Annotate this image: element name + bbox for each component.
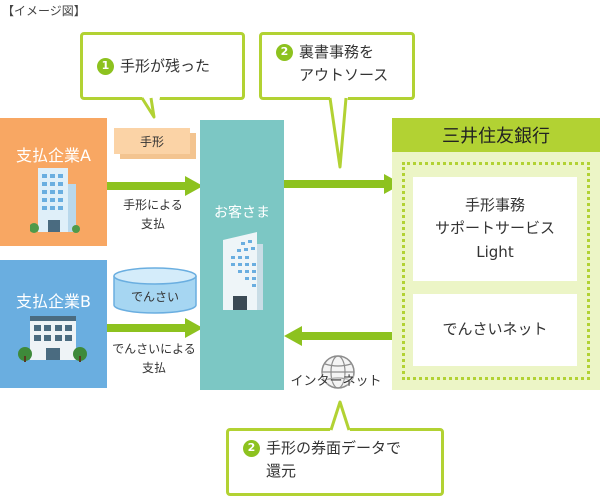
callout-text-line1: 手形の券面データで [266,439,402,457]
callout-text-line2: 還元 [266,461,297,480]
arrow-b-to-client [107,318,203,338]
arrow-bank-to-client [284,326,402,346]
number-badge-2: 2 [276,44,293,61]
arrow-b-label-line2: 支払 [141,361,166,376]
callout-text: 手形が残った [120,56,211,75]
arrow-a-to-client [107,176,203,196]
bank-dotted-frame [402,162,590,380]
client-title: お客さま [214,205,270,221]
service-line1: 手形事務 [464,196,525,215]
image-caption: 【イメージ図】 [2,4,86,18]
company-a-title: 支払企業A [16,146,91,165]
office-building-icon [18,316,87,362]
service-line3: Light [476,242,514,261]
callout-text-line2: アウトソース [299,65,389,84]
callout-pointer-2 [328,97,348,169]
densai-tag-label: でんさい [130,290,179,304]
office-tower-icon [30,168,80,233]
globe-icon [321,355,355,389]
arrow-b-label: でんさいによる 支払 [102,340,206,378]
arrow-a-label-line2: 支払 [140,217,165,232]
densai-cylinder-icon [113,267,197,314]
bank-header: 三井住友銀行 [392,118,600,152]
number-badge-2b: 2 [243,440,260,457]
service-tegata-support: 手形事務 サポートサービス Light [413,177,577,281]
arrow-a-label: 手形による 支払 [107,196,199,234]
callout-pointer-1 [140,97,160,119]
callout-pointer-3 [329,400,351,431]
callout-outsource: 2 裏書事務を アウトソース [259,32,415,100]
callout-tegata-remained: 1 手形が残った [80,32,245,100]
client-building-icon [223,232,263,310]
internet-label: インターネット [290,374,382,389]
service-densai-net: でんさいネット [413,294,577,366]
arrow-b-label-line1: でんさいによる [112,342,196,356]
tegata-tag-label: 手形 [139,134,164,149]
callout-text-line1: 裏書事務を [299,43,375,61]
callout-data-return: 2 手形の券面データで 還元 [226,428,444,496]
service-line2: サポートサービス [434,219,555,238]
bank-name: 三井住友銀行 [442,126,550,147]
arrow-client-to-bank [284,174,402,194]
arrow-a-label-line1: 手形による [123,198,183,212]
number-badge-1: 1 [97,57,114,75]
tegata-tag: 手形 [114,128,190,154]
service-densai-label: でんさいネット [442,320,548,339]
company-b-title: 支払企業B [16,292,91,311]
